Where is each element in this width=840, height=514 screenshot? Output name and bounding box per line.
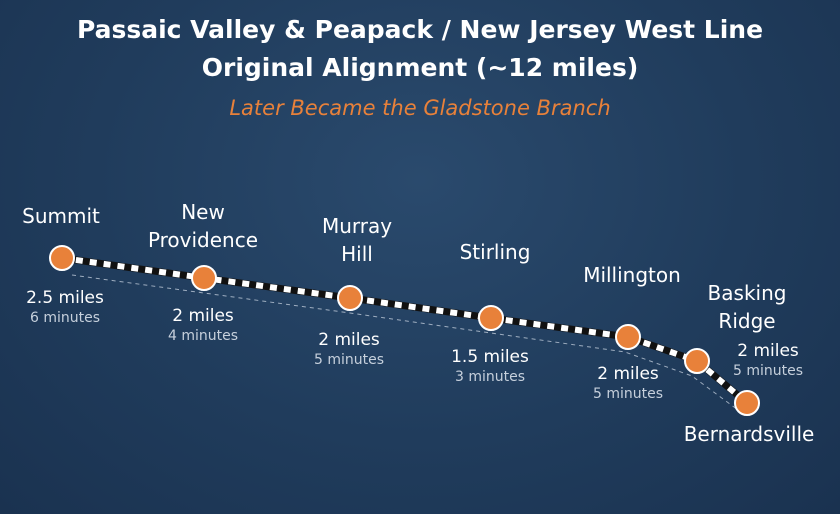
segment-distance: 2.5 miles 6 minutes [26, 288, 104, 326]
station-node [734, 390, 760, 416]
station-node [337, 285, 363, 311]
station-node [49, 245, 75, 271]
station-nodes [49, 245, 760, 416]
subtitle: Later Became the Gladstone Branch [229, 96, 611, 120]
title-line-1: Passaic Valley & Peapack / New Jersey We… [76, 15, 764, 44]
station-node [478, 305, 504, 331]
station-label-bernardsville: Bernardsville [683, 422, 815, 446]
station-node [684, 348, 710, 374]
segment-distance: 2 miles 4 minutes [167, 306, 239, 344]
station-label-millington: Millington [583, 263, 681, 287]
segment-distance: 2 miles 5 minutes [592, 364, 664, 402]
station-label-summit: Summit [22, 204, 100, 228]
station-node [191, 265, 217, 291]
segment-distance: 2 miles 5 minutes [313, 330, 385, 368]
station-node [615, 324, 641, 350]
segment-distance: 2 miles 5 minutes [732, 341, 804, 379]
title-line-2: Original Alignment (~12 miles) [201, 53, 639, 82]
segment-distance: 1.5 miles 3 minutes [451, 347, 529, 385]
station-label-stirling: Stirling [459, 240, 531, 264]
